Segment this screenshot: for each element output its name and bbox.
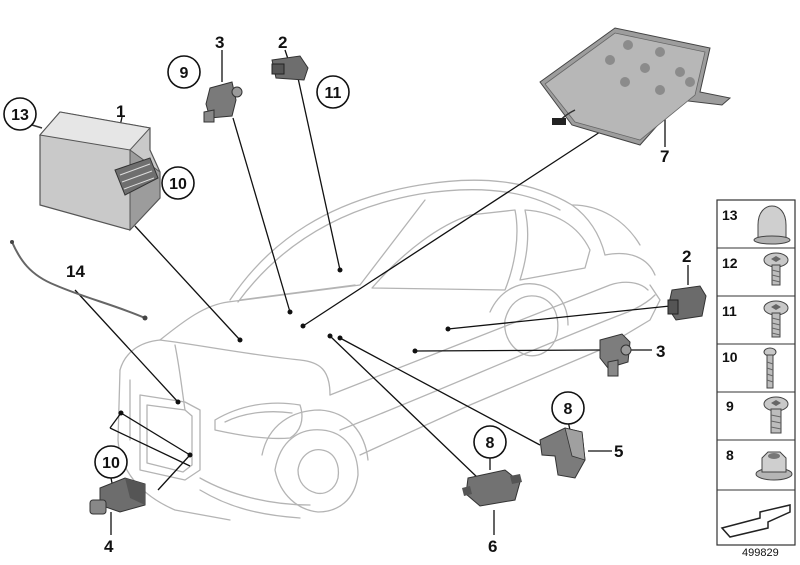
- control-unit-part: [31, 111, 161, 232]
- attachment-dots: [118, 267, 451, 458]
- attachment-dot: [237, 337, 243, 343]
- torx-screw-icon: [763, 252, 789, 286]
- torx-bolt-icon: [763, 396, 789, 434]
- fastener-number-8: 8: [726, 447, 734, 463]
- sensor-part-6: [462, 469, 522, 507]
- cap-nut-icon: [753, 205, 791, 245]
- sensor-part-2-top: [271, 55, 309, 81]
- part-label-6: 6: [488, 537, 497, 556]
- long-screw-icon: [763, 347, 777, 389]
- circled-label-10-sensor: 10: [102, 455, 120, 472]
- attachment-dot: [327, 333, 333, 339]
- attachment-dot: [300, 323, 306, 329]
- circled-label-11: 11: [325, 85, 342, 102]
- part-labels: 1 3 2 7 2 3 5 4 6 14: [66, 33, 691, 556]
- part-label-3-right: 3: [656, 342, 665, 361]
- part-label-1: 1: [116, 102, 125, 121]
- circled-label-8-left: 8: [486, 435, 495, 452]
- fastener-number-13: 13: [722, 207, 738, 223]
- fastener-number-12: 12: [722, 255, 738, 271]
- attachment-dot: [445, 326, 451, 332]
- part-label-3-top: 3: [215, 33, 224, 52]
- attachment-dot: [287, 309, 293, 315]
- sensor-part-4: [89, 477, 146, 515]
- reference-number: 499829: [742, 547, 779, 559]
- fastener-number-9: 9: [726, 398, 734, 414]
- part-label-7: 7: [660, 147, 669, 166]
- attachment-dot: [175, 399, 181, 405]
- fastener-number-11: 11: [722, 303, 737, 319]
- sensor-part-3-right: [599, 333, 632, 377]
- attachment-dot: [412, 348, 418, 354]
- fastener-panel: 13 12 11 10 9: [716, 199, 796, 546]
- part-label-4: 4: [104, 537, 114, 556]
- sensor-part-2-right: [667, 285, 707, 321]
- attachment-dot: [187, 452, 193, 458]
- sensor-part-5: [539, 427, 586, 479]
- fastener-number-10: 10: [722, 349, 738, 365]
- part-label-2-right: 2: [682, 247, 691, 266]
- part-label-5: 5: [614, 442, 623, 461]
- part-label-14: 14: [66, 262, 85, 281]
- sensor-part-3-top: [203, 81, 243, 123]
- circled-label-13: 13: [11, 107, 29, 124]
- circled-label-9: 9: [180, 65, 189, 82]
- occupancy-mat-part: [539, 27, 732, 146]
- circled-label-10-control: 10: [169, 176, 187, 193]
- circled-labels: 13 10 9 11 10 8 8: [3, 55, 585, 479]
- flange-nut-icon: [755, 451, 793, 481]
- cable-part: [10, 240, 148, 321]
- part-label-2-top: 2: [278, 33, 287, 52]
- circled-label-8-right: 8: [564, 401, 573, 418]
- attachment-dot: [337, 267, 343, 273]
- attachment-dot: [337, 335, 343, 341]
- direction-arrow-icon: [720, 504, 791, 538]
- torx-screw-icon: [763, 300, 789, 338]
- leader-lines: [74, 49, 689, 535]
- attachment-dot: [118, 410, 124, 416]
